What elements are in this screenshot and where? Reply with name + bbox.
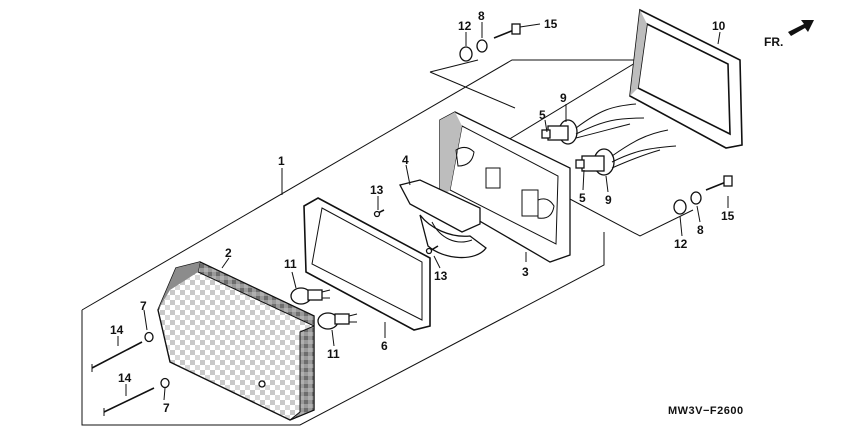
screw-14-upper xyxy=(91,331,154,372)
screw-13-lower xyxy=(425,245,439,255)
callout-6: 6 xyxy=(381,339,388,353)
socket-harness-lower xyxy=(575,129,677,176)
callout-9-lower: 9 xyxy=(605,193,612,207)
direction-label: FR. xyxy=(764,35,783,49)
screw-14-lower xyxy=(103,377,170,416)
callout-9-upper: 9 xyxy=(560,91,567,105)
callout-13-upper: 13 xyxy=(370,183,384,197)
callout-13-lower: 13 xyxy=(434,269,448,283)
hardware-upper xyxy=(459,23,521,62)
base-housing xyxy=(439,111,571,263)
callout-7-upper: 7 xyxy=(140,299,147,313)
bulb-11-upper xyxy=(290,287,331,305)
callout-4: 4 xyxy=(402,153,409,167)
callout-12-lower: 12 xyxy=(674,237,688,251)
front-direction-indicator: FR. xyxy=(764,20,814,49)
reflector-gasket xyxy=(303,197,431,331)
lens xyxy=(157,261,315,421)
callout-11-upper: 11 xyxy=(284,257,297,271)
socket-harness-upper xyxy=(541,103,645,145)
callout-14-upper: 14 xyxy=(110,323,124,337)
leader-lines xyxy=(117,22,729,401)
callout-3: 3 xyxy=(522,265,529,279)
callout-2: 2 xyxy=(225,246,232,260)
callout-5-lower: 5 xyxy=(579,191,586,205)
bulb-11-lower xyxy=(317,312,358,330)
hardware-lower xyxy=(673,175,733,215)
callout-14-lower: 14 xyxy=(118,371,132,385)
callout-15-lower: 15 xyxy=(721,209,735,223)
callout-12-upper: 12 xyxy=(458,19,472,33)
callout-15-upper: 15 xyxy=(544,17,558,31)
callout-8-upper: 8 xyxy=(478,9,485,23)
screw-13-upper xyxy=(373,209,385,218)
callout-11-lower: 11 xyxy=(327,347,340,361)
callout-5-upper: 5 xyxy=(539,108,546,122)
direction-arrow-icon xyxy=(788,20,814,36)
frame-gasket xyxy=(629,8,743,149)
callout-10: 10 xyxy=(712,19,726,33)
callout-8-lower: 8 xyxy=(697,223,704,237)
diagram-code: MW3V−F2600 xyxy=(668,405,744,417)
callout-1: 1 xyxy=(278,154,285,168)
callout-7-lower: 7 xyxy=(163,401,170,415)
assembly-outline xyxy=(81,59,694,426)
callout-labels: 1 2 3 4 5 5 6 7 7 8 8 9 9 10 11 11 12 12… xyxy=(110,9,735,415)
